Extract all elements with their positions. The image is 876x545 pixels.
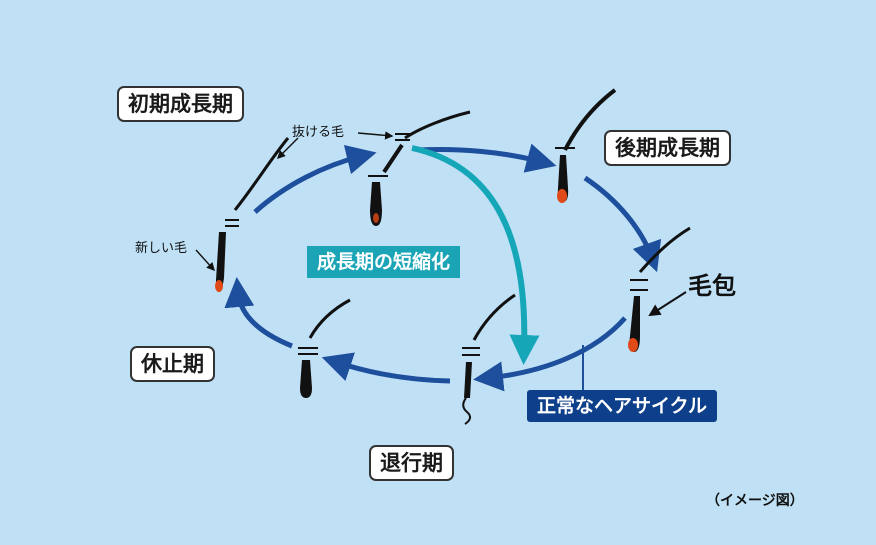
- new-hair-follicle: [215, 137, 290, 292]
- cycle-arrow-late-to-follicle: [583, 175, 662, 273]
- shedding-hair-leader: [357, 131, 394, 140]
- phase-label-late-growth: 後期成長期: [604, 130, 731, 166]
- phase-label-early-growth: 初期成長期: [117, 86, 244, 122]
- follicle-label: 毛包: [688, 272, 736, 300]
- cycle-arrow-follicle-to-regression: [473, 316, 627, 392]
- normal-cycle-banner: 正常なヘアサイクル: [527, 390, 718, 422]
- late-growth-hair: [555, 88, 617, 203]
- follicle-hair: [628, 226, 691, 352]
- follicle-leader: [648, 291, 687, 317]
- resting-hair: [298, 298, 351, 398]
- regression-hair: [462, 293, 516, 425]
- cycle-arrow-top-to-late: [417, 143, 557, 173]
- new-hair-label: 新しい毛: [135, 241, 188, 256]
- shedding-hair-follicle: [368, 110, 471, 226]
- phase-label-resting: 休止期: [130, 346, 215, 382]
- shortened-growth-arrow: [411, 145, 540, 365]
- image-note: （イメージ図）: [706, 493, 804, 509]
- phase-label-regression: 退行期: [369, 445, 454, 481]
- shortened-growth-banner: 成長期の短縮化: [307, 246, 461, 278]
- cycle-arrow-early-to-top: [253, 144, 377, 214]
- cycle-arrow-resting-to-new: [224, 277, 293, 349]
- shedding-hair-label: 抜ける毛: [292, 125, 345, 140]
- cycle-arrow-regression-to-resting: [321, 352, 451, 384]
- shedding-hair-leader-2: [277, 137, 299, 159]
- new-hair-leader: [195, 249, 215, 272]
